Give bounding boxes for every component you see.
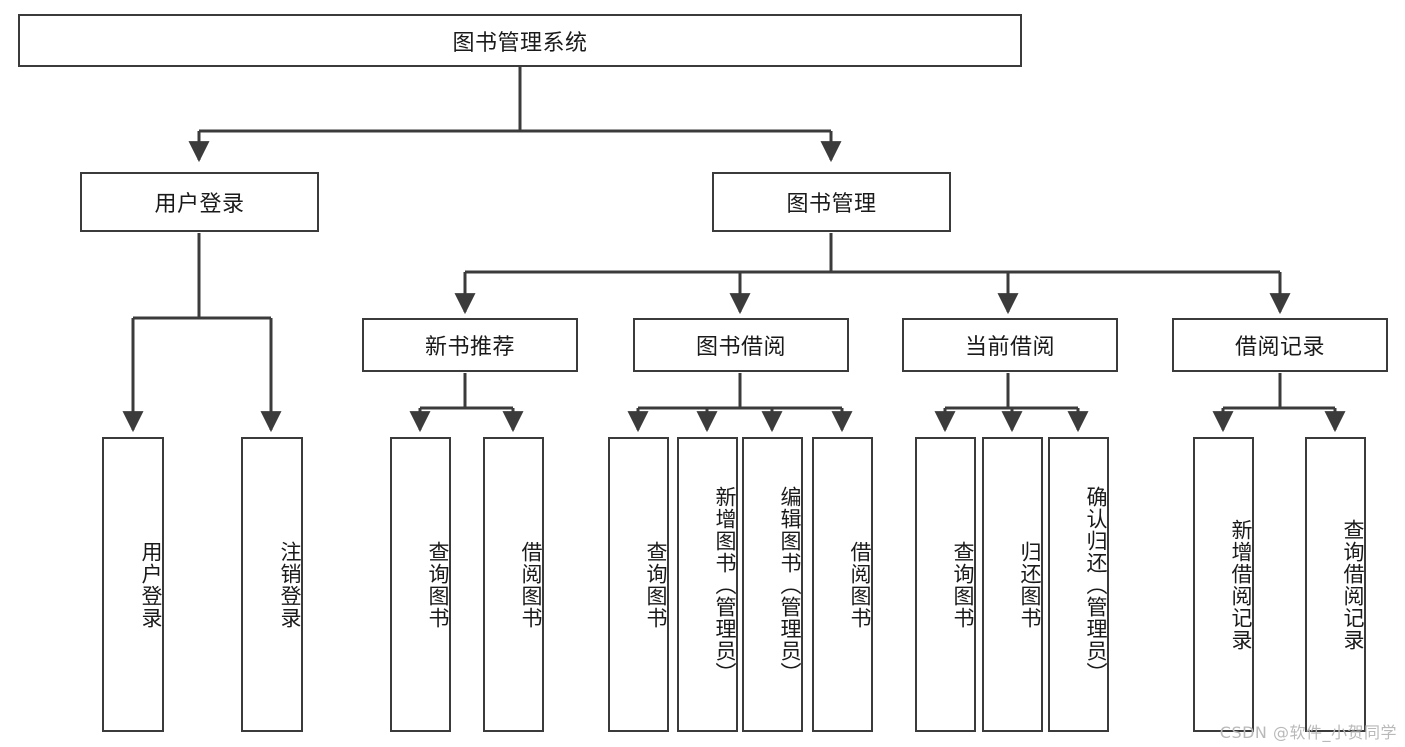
node-book-manage[interactable]: 图书管理 (712, 172, 951, 232)
node-borrow-record-label: 借阅记录 (1234, 335, 1325, 360)
leaf-book-borrow-query[interactable]: 查询图书 (608, 437, 669, 732)
node-current-borrow-label: 当前借阅 (964, 335, 1055, 360)
leaf-current-borrow-confirm[interactable]: 确认归还（管理员） (1048, 437, 1109, 732)
node-book-borrow[interactable]: 图书借阅 (633, 318, 849, 372)
leaf-label: 新增借阅记录 (1229, 518, 1253, 651)
leaf-book-borrow-borrow[interactable]: 借阅图书 (812, 437, 873, 732)
leaf-label: 新增图书（管理员） (713, 485, 737, 684)
node-book-borrow-label: 图书借阅 (695, 335, 786, 360)
leaf-label: 查询图书 (951, 540, 975, 629)
leaf-label: 借阅图书 (848, 540, 872, 629)
leaf-current-borrow-return[interactable]: 归还图书 (982, 437, 1043, 732)
leaf-new-book-query[interactable]: 查询图书 (390, 437, 451, 732)
leaf-label: 借阅图书 (519, 540, 543, 629)
leaf-label: 注销登录 (278, 540, 302, 629)
node-current-borrow[interactable]: 当前借阅 (902, 318, 1118, 372)
leaf-current-borrow-query[interactable]: 查询图书 (915, 437, 976, 732)
leaf-book-borrow-edit[interactable]: 编辑图书（管理员） (742, 437, 803, 732)
leaf-book-borrow-add[interactable]: 新增图书（管理员） (677, 437, 738, 732)
leaf-label: 查询图书 (644, 540, 668, 629)
node-user-login-label: 用户登录 (154, 192, 245, 217)
node-borrow-record[interactable]: 借阅记录 (1172, 318, 1388, 372)
node-book-manage-label: 图书管理 (786, 192, 877, 217)
leaf-new-book-borrow[interactable]: 借阅图书 (483, 437, 544, 732)
node-new-book-recommend[interactable]: 新书推荐 (362, 318, 578, 372)
leaf-borrow-record-add[interactable]: 新增借阅记录 (1193, 437, 1254, 732)
node-root[interactable]: 图书管理系统 (18, 14, 1022, 67)
leaf-label: 查询图书 (426, 540, 450, 629)
node-root-label: 图书管理系统 (452, 30, 588, 56)
leaf-user-login-login[interactable]: 用户登录 (102, 437, 164, 732)
node-user-login[interactable]: 用户登录 (80, 172, 319, 232)
leaf-borrow-record-query[interactable]: 查询借阅记录 (1305, 437, 1366, 732)
leaf-user-login-logout[interactable]: 注销登录 (241, 437, 303, 732)
leaf-label: 用户登录 (139, 540, 163, 629)
leaf-label: 编辑图书（管理员） (778, 485, 802, 684)
leaf-label: 确认归还（管理员） (1084, 485, 1108, 684)
leaf-label: 归还图书 (1018, 540, 1042, 629)
leaf-label: 查询借阅记录 (1341, 518, 1365, 651)
node-new-book-recommend-label: 新书推荐 (424, 335, 515, 360)
